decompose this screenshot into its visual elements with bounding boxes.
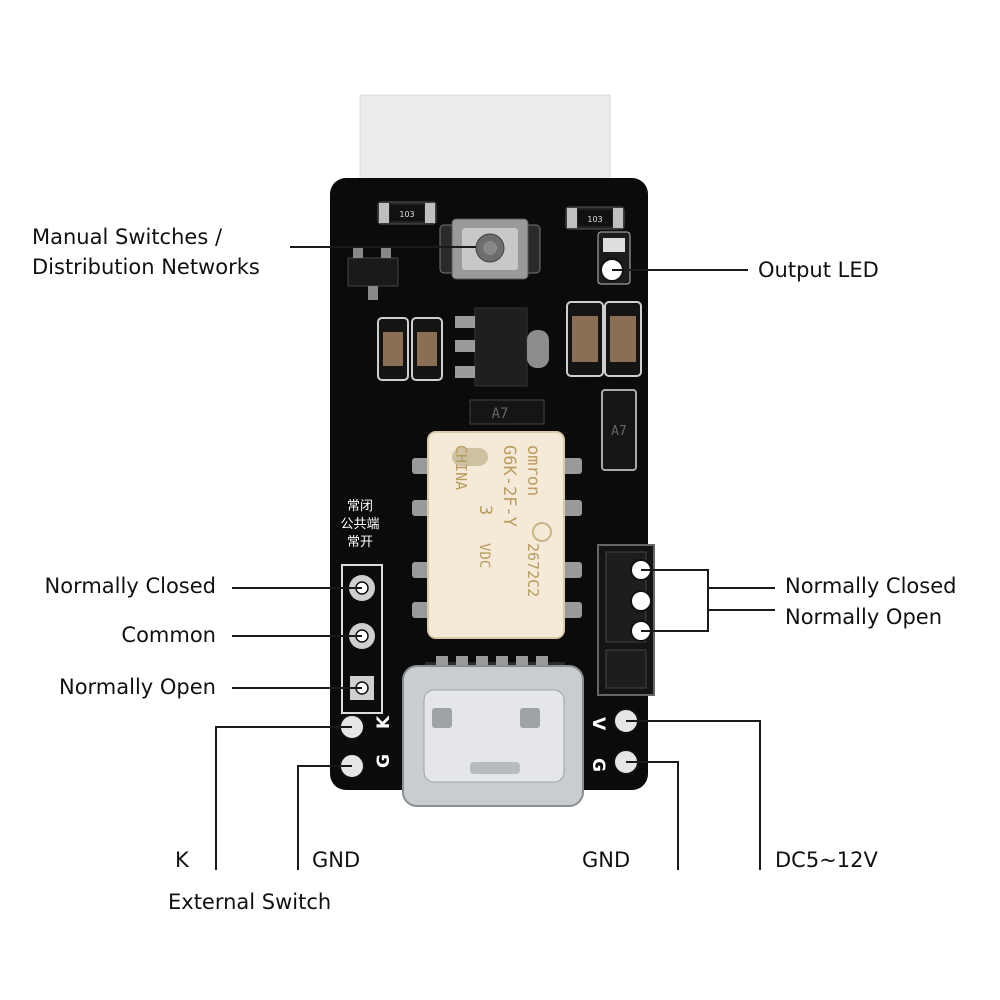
label-normally-open-left: Normally Open <box>58 675 216 699</box>
silk-common: 公共端 <box>340 517 379 532</box>
label-dc-power: DC5~12V <box>775 848 878 872</box>
label-manual-switches: Manual Switches / Distribution Networks <box>32 225 260 279</box>
silk-g-right: G <box>588 758 608 772</box>
resistor-r2: 103 <box>565 206 625 230</box>
leader-k <box>215 726 352 870</box>
relay-code: 2672C2 <box>524 543 542 597</box>
relay-origin: CHINA <box>452 445 470 490</box>
antenna-tape <box>359 94 611 191</box>
leader-gnd-left <box>297 765 352 870</box>
label-normally-closed-right: Normally Closed <box>785 574 957 598</box>
leader-no-right <box>641 609 775 632</box>
capacitor-c3 <box>566 301 604 377</box>
transistor-q1 <box>347 246 399 300</box>
leader-dc-power <box>626 720 761 870</box>
pin-common-right[interactable] <box>630 590 652 612</box>
relay-output-header-left <box>341 564 383 714</box>
output-led-component <box>597 231 631 285</box>
leader-lines <box>215 246 775 870</box>
diode-mark: A7 <box>611 424 627 439</box>
label-output-led: Output LED <box>758 258 879 282</box>
capacitor-c1 <box>377 317 409 381</box>
label-common-left: Common <box>121 623 216 647</box>
regulator-mark: A7 <box>492 406 509 422</box>
tactile-button[interactable] <box>439 218 541 280</box>
relay: omron 2672C2 G6K-2F-Y 3 VDC CHINA <box>427 431 565 639</box>
relay-voltage: 3 <box>475 505 495 515</box>
resistor-r1-label: 103 <box>399 210 414 219</box>
usb-c-connector[interactable] <box>402 656 584 807</box>
capacitor-c4 <box>604 301 642 377</box>
capacitor-c2 <box>411 317 443 381</box>
silk-g-left: G <box>374 754 394 768</box>
resistor-r2-label: 103 <box>587 215 602 224</box>
resistor-r1: 103 <box>377 201 437 225</box>
silk-no: 常开 <box>347 535 373 550</box>
label-external-switch: External Switch <box>168 890 332 914</box>
label-normally-open-right: Normally Open <box>785 605 943 629</box>
relay-model: G6K-2F-Y <box>499 445 519 527</box>
silk-v: V <box>588 717 608 731</box>
leader-gnd-right <box>626 761 679 870</box>
label-normally-closed-left: Normally Closed <box>44 574 216 598</box>
leader-nc-right <box>641 569 775 589</box>
relay-brand: omron <box>523 445 543 496</box>
silk-k: K <box>374 715 394 729</box>
label-gnd-right: GND <box>582 848 631 872</box>
label-gnd-left: GND <box>312 848 361 872</box>
label-k: K <box>175 848 189 872</box>
silk-nc: 常闭 <box>347 499 373 514</box>
relay-voltage-unit: VDC <box>476 543 492 568</box>
voltage-regulator: A7 <box>455 307 549 425</box>
diode: A7 <box>601 389 637 471</box>
